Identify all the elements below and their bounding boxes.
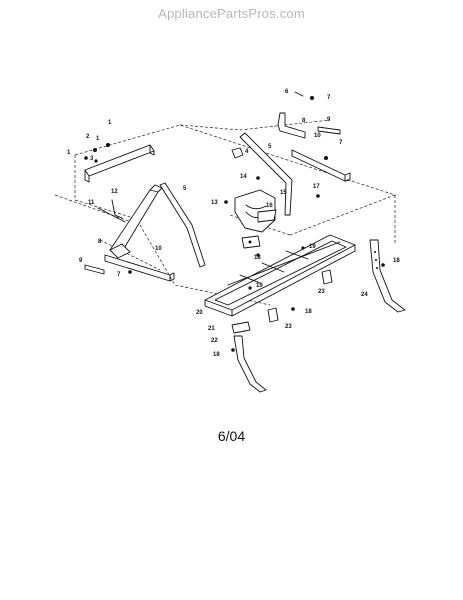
part-24-shank-right: [369, 239, 406, 313]
callout-10a: 10: [314, 133, 321, 139]
part-5-strut-left: [159, 182, 206, 268]
callout-20: 20: [196, 310, 203, 316]
hardware-fasteners: [128, 91, 385, 352]
callout-19a: 19: [309, 244, 316, 250]
part-22-shank: [233, 335, 267, 393]
callout-22: 22: [211, 338, 218, 344]
part-8-left-bracket: [109, 184, 163, 259]
callout-13: 13: [211, 200, 218, 206]
callout-5b: 5: [183, 186, 187, 192]
callout-19b: 19: [256, 283, 263, 289]
callout-23b: 23: [285, 324, 292, 330]
part-4-small-link: [231, 147, 244, 159]
callout-18a: 18: [254, 255, 261, 261]
part-21-clamp: [231, 321, 251, 334]
callout-7a: 7: [327, 95, 331, 101]
part-11-12-pins: [97, 199, 126, 223]
callout-8a: 8: [302, 118, 306, 124]
callout-23a: 23: [318, 289, 325, 295]
callout-2: 2: [86, 134, 90, 140]
part-8-right-bracket: [277, 112, 306, 139]
callout-12: 12: [111, 189, 118, 195]
callout-1a: 1: [108, 120, 112, 126]
callout-7c: 7: [117, 272, 121, 278]
callout-9a: 9: [327, 117, 331, 123]
callout-1c: 1: [96, 136, 100, 142]
callout-labels: 1 1 1 2 3 4 5 5 6 7 7 7 8 8 9 9 10 10 11…: [67, 89, 400, 358]
callout-18d: 18: [393, 258, 400, 264]
part-10-lower-bar-right: [291, 149, 351, 182]
callout-14: 14: [240, 174, 247, 180]
callout-3: 3: [90, 156, 94, 162]
part-10-lower-bar-left: [104, 254, 175, 282]
callout-1b: 1: [67, 150, 71, 156]
watermark: AppliancePartsPros.com: [158, 6, 305, 21]
part-9-pin-right: [317, 126, 341, 135]
callout-7b: 7: [339, 140, 343, 146]
part-23-plate-upper: [321, 269, 333, 285]
callout-11: 11: [88, 200, 95, 206]
part-3-upper-bar-left: [84, 143, 155, 183]
callout-16: 16: [266, 203, 273, 209]
part-9-pin-left: [84, 264, 105, 275]
part-20-main-frame: [204, 234, 356, 317]
date-code: 6/04: [217, 428, 246, 444]
callout-4: 4: [245, 149, 249, 155]
part-5-strut-right: [239, 132, 293, 216]
callout-15: 15: [280, 190, 287, 196]
part-18-clevis: [241, 235, 261, 249]
part-16-bracket: [257, 209, 277, 223]
callout-10b: 10: [155, 246, 162, 252]
callout-9b: 9: [79, 258, 83, 264]
callout-5a: 5: [268, 144, 272, 150]
callout-17: 17: [313, 184, 320, 190]
callout-6: 6: [285, 89, 289, 95]
callout-18c: 18: [213, 352, 220, 358]
callout-8b: 8: [98, 239, 102, 245]
callout-18b: 18: [305, 309, 312, 315]
callout-24: 24: [361, 292, 368, 298]
callout-21: 21: [208, 326, 215, 332]
part-23-plate-lower: [267, 307, 279, 323]
